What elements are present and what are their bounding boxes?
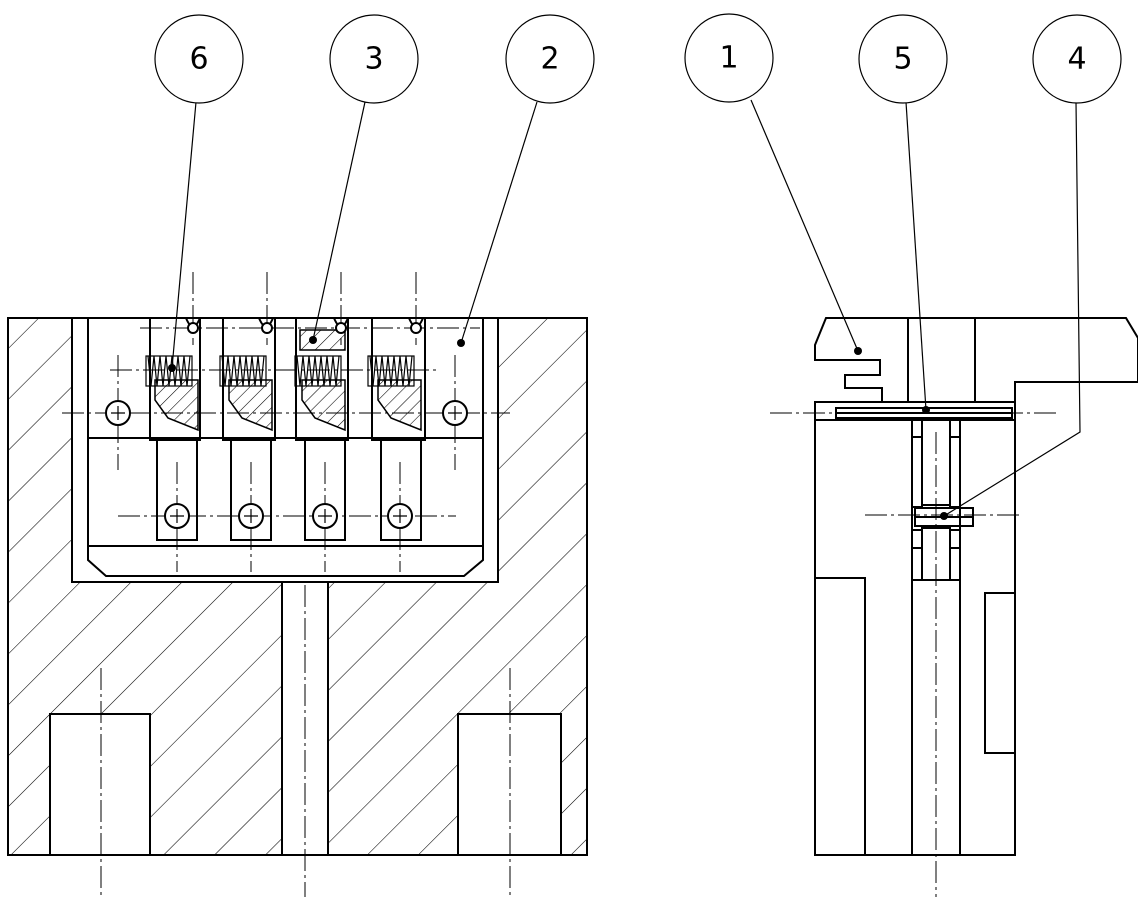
top-plate <box>814 317 1138 403</box>
callout-balloons: 6 3 2 1 5 4 <box>154 13 1122 104</box>
callout-5-label: 5 <box>893 42 912 77</box>
callout-1: 1 <box>684 13 774 103</box>
left-section-view <box>7 272 588 897</box>
right-section-view <box>770 317 1138 897</box>
callout-5: 5 <box>858 14 948 104</box>
callout-2: 2 <box>505 14 595 104</box>
callout-6: 6 <box>154 14 244 104</box>
spring-row <box>145 355 415 387</box>
callout-6-label: 6 <box>189 42 208 77</box>
left-base-body <box>8 318 587 855</box>
callout-leaders <box>168 99 1081 520</box>
callout-1-label: 1 <box>719 41 738 76</box>
callout-4: 4 <box>1032 14 1122 104</box>
callout-2-label: 2 <box>540 42 559 77</box>
callout-3-label: 3 <box>364 42 383 77</box>
callout-3: 3 <box>329 14 419 104</box>
callout-4-label: 4 <box>1067 42 1086 77</box>
pivot-circles <box>105 322 468 529</box>
